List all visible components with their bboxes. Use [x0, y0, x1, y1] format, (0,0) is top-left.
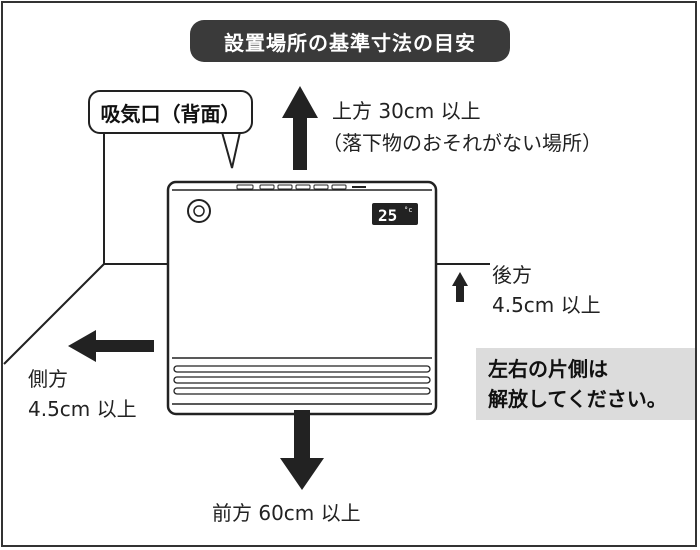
top-button	[236, 184, 254, 190]
title-banner: 設置場所の基準寸法の目安	[190, 20, 510, 62]
arrow-left-icon	[68, 330, 154, 362]
arrow-rear-icon	[452, 272, 468, 302]
rear-clearance-value: 4.5cm 以上	[492, 293, 601, 317]
note-line-2: 解放してください。	[488, 387, 667, 411]
top-button	[313, 184, 329, 190]
floor-diagonal-line	[3, 263, 105, 365]
note-line-1: 左右の片側は	[488, 357, 608, 381]
vent-slat	[173, 376, 431, 384]
side-open-note: 左右の片側は 解放してください。	[476, 348, 695, 420]
temperature-display	[372, 203, 418, 225]
top-button	[277, 184, 293, 190]
intake-label-bubble: 吸気口（背面）	[88, 90, 253, 134]
top-button	[295, 184, 311, 190]
display-unit: °c	[404, 206, 412, 214]
vent-slat	[173, 365, 431, 373]
arrow-up-icon	[282, 86, 318, 170]
front-clearance-label: 前方 60cm 以上	[212, 501, 361, 525]
top-clearance-note: （落下物のおそれがない場所）	[322, 131, 602, 155]
bubble-tail	[221, 131, 241, 169]
side-clearance-value: 4.5cm 以上	[28, 397, 137, 421]
vent-slat	[173, 387, 431, 395]
top-indicator	[352, 186, 366, 188]
side-clearance-title: 側方	[28, 367, 68, 391]
arrow-down-icon	[280, 410, 324, 490]
heater-unit: 25 °c	[166, 180, 438, 416]
display-value: 25	[378, 206, 397, 225]
rear-clearance-title: 後方	[492, 263, 532, 287]
top-button	[331, 184, 347, 190]
top-clearance-label: 上方 30cm 以上	[332, 99, 481, 123]
top-button	[259, 184, 275, 190]
